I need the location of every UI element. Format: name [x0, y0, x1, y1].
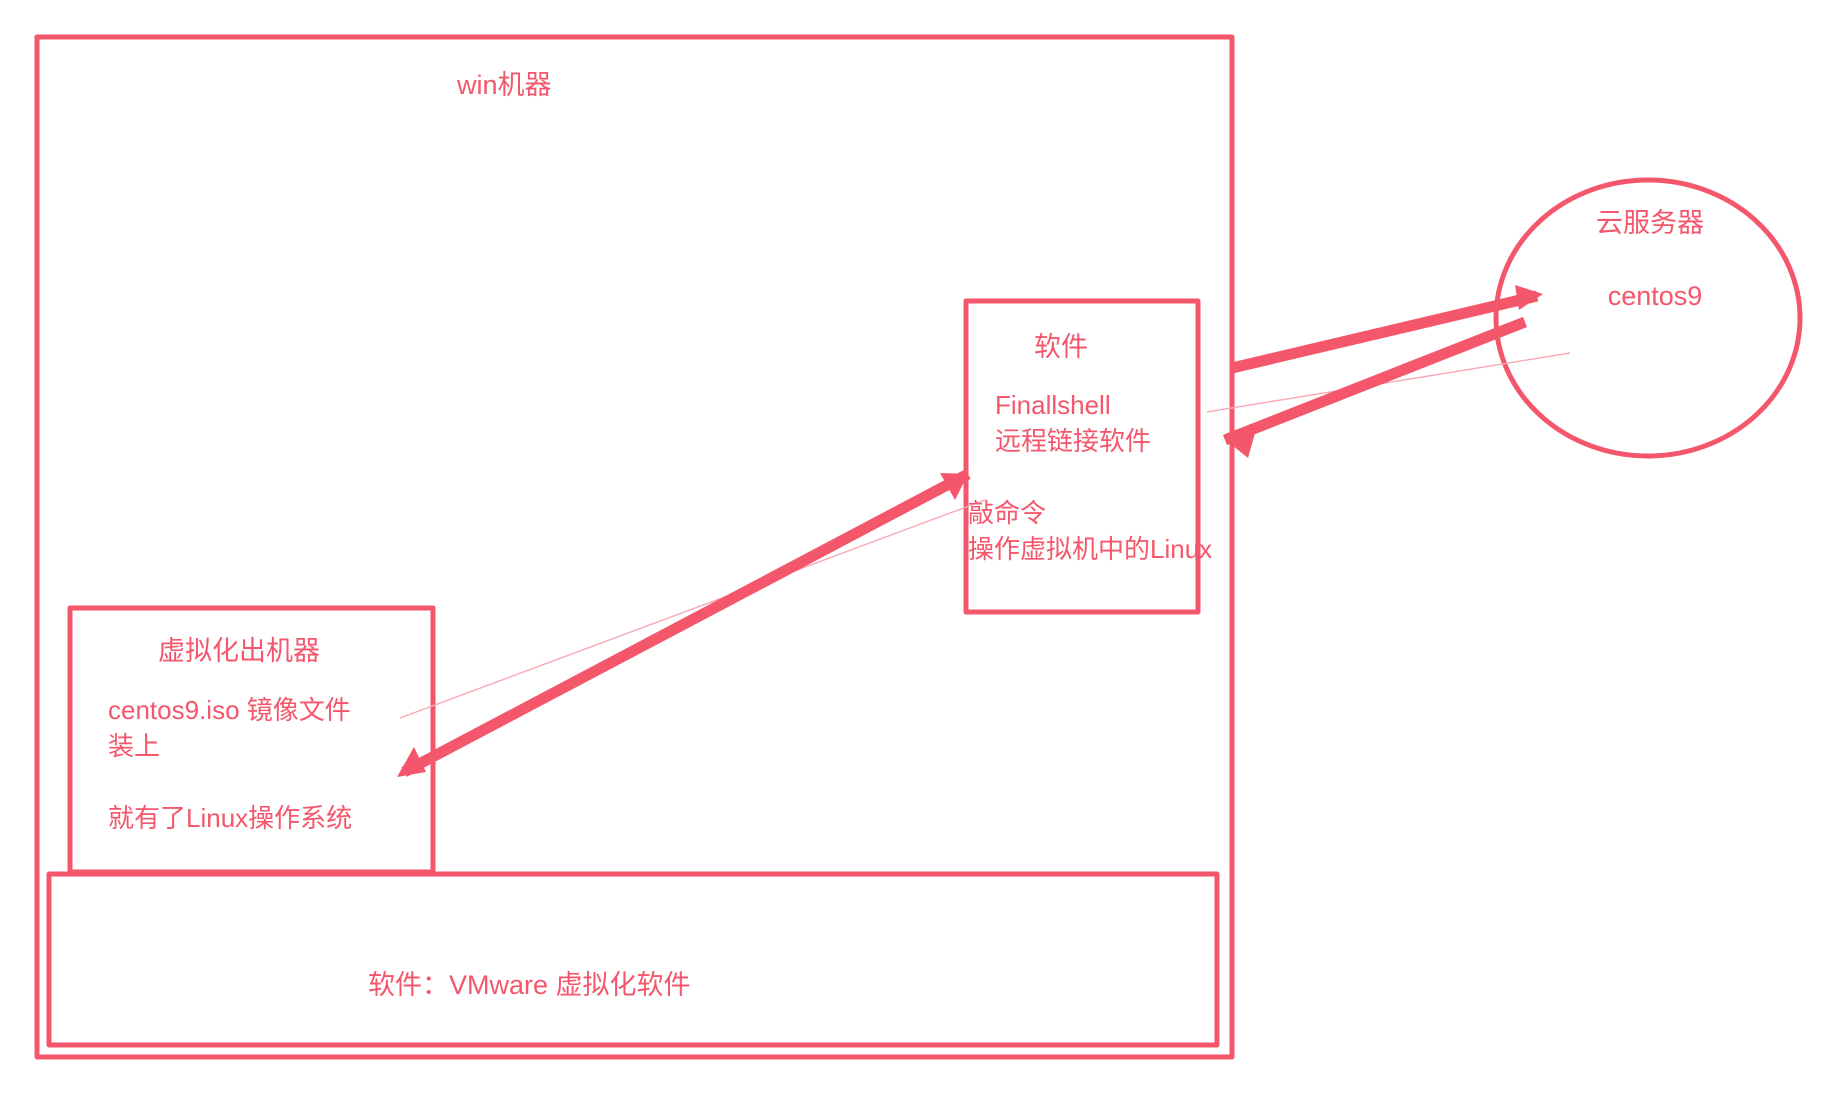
vm-software-hairline	[399, 499, 986, 719]
virtual-machine-box-line-1: centos9.iso 镜像文件	[108, 695, 351, 725]
virtual-machine-box-line-2: 装上	[108, 731, 161, 761]
software-box[interactable]	[963, 298, 1201, 615]
virtual-machine-box[interactable]	[67, 605, 436, 875]
cloud-server-os-label: centos9	[1607, 281, 1703, 311]
software-cloud-arrow[interactable]	[1222, 285, 1543, 458]
software-box-line-3: 敲命令	[968, 498, 1047, 528]
software-cloud-hairline	[1206, 352, 1571, 413]
software-box-line-2: 远程链接软件	[995, 426, 1152, 456]
win-machine-label: win机器	[457, 70, 552, 100]
software-box-line-1: Finallshell	[995, 390, 1111, 420]
vm-software-arrow[interactable]	[397, 469, 971, 777]
vmware-bar-box[interactable]	[46, 871, 1220, 1048]
software-box-line-4: 操作虚拟机中的Linux	[968, 534, 1213, 564]
cloud-server-ellipse[interactable]	[1493, 177, 1803, 459]
virtual-machine-box-line-3: 就有了Linux操作系统	[108, 803, 353, 833]
virtual-machine-box-title: 虚拟化出机器	[158, 636, 320, 666]
vmware-bar-label: 软件：VMware 虚拟化软件	[368, 970, 691, 1000]
software-box-title: 软件	[1034, 332, 1088, 362]
win-machine-box[interactable]	[34, 34, 1235, 1060]
cloud-server-title: 云服务器	[1596, 208, 1704, 238]
